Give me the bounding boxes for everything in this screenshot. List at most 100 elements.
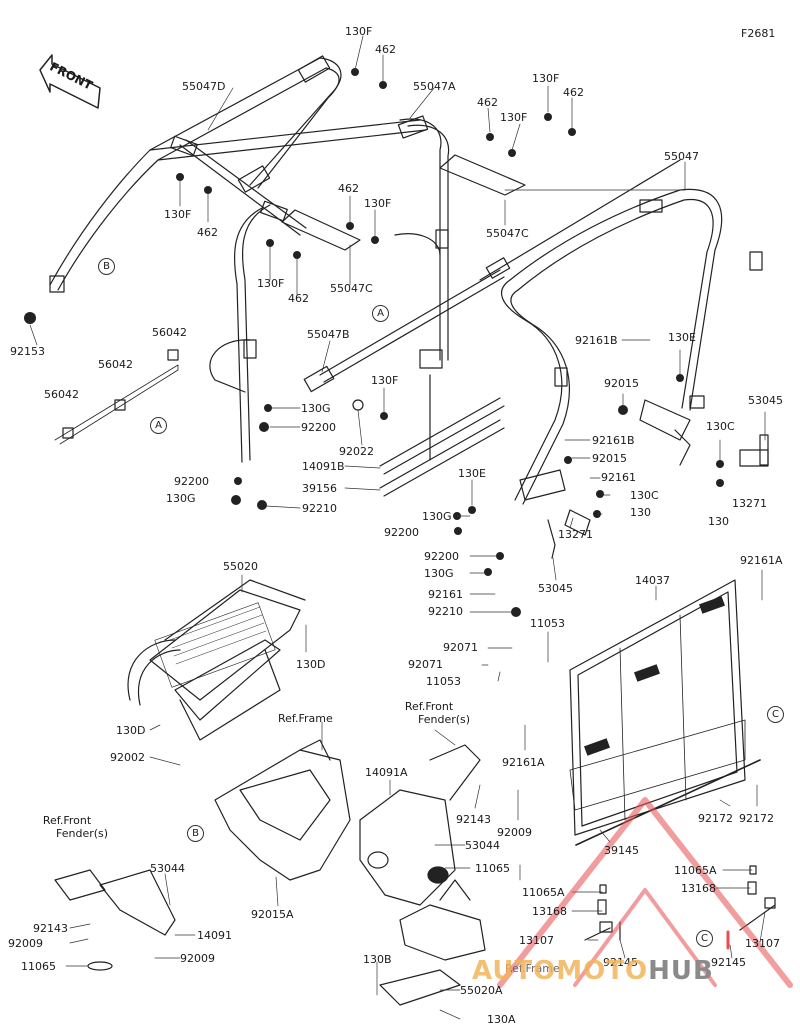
part-label: 130F (500, 111, 528, 124)
ref-frame-lower: Ref.Frame (505, 962, 560, 975)
part-label: 92200 (424, 550, 459, 563)
skid-55020a (379, 879, 486, 1006)
part-label: 130 (630, 506, 651, 519)
part-label: 92161B (575, 334, 618, 347)
part-label: 92071 (443, 641, 478, 654)
part-label: 130A (487, 1013, 516, 1026)
watermark-text-b: HUB (648, 956, 714, 986)
part-label: 55047 (664, 150, 699, 163)
part-label: 130C (630, 489, 659, 502)
part-label: 92161 (601, 471, 636, 484)
part-label: 92200 (301, 421, 336, 434)
callout-c-right: C (767, 706, 784, 723)
part-label: 130F (532, 72, 560, 85)
part-label: 130C (706, 420, 735, 433)
part-label: 130E (458, 467, 486, 480)
part-label: 53044 (465, 839, 500, 852)
part-label: 13168 (681, 882, 716, 895)
part-label: 14091B (302, 460, 345, 473)
part-label: 13168 (532, 905, 567, 918)
ref-line-1: Ref.Front (42, 814, 92, 827)
part-label: 130D (116, 724, 146, 737)
part-label: 462 (477, 96, 498, 109)
part-label: 11065A (674, 864, 717, 877)
part-label: 462 (563, 86, 584, 99)
part-label: 92143 (33, 922, 68, 935)
fender-plate-14091a (359, 744, 481, 906)
lower-frame (214, 739, 351, 881)
part-label: 130B (363, 953, 392, 966)
part-label: 462 (375, 43, 396, 56)
callout-a-lower: A (150, 417, 167, 434)
part-label: 130F (364, 197, 392, 210)
part-label: 11053 (426, 675, 461, 688)
latch-right (639, 399, 769, 467)
part-label: 130F (371, 374, 399, 387)
part-label: 14037 (635, 574, 670, 587)
leader-lines (29, 35, 766, 1020)
part-label: 92009 (497, 826, 532, 839)
watermark-text: AUTOMOTOHUB (472, 956, 714, 986)
part-label: 130E (668, 331, 696, 344)
part-label: 462 (288, 292, 309, 305)
part-label: 92145 (603, 956, 638, 969)
front-guard-55020 (127, 579, 306, 741)
part-label: 13271 (732, 497, 767, 510)
brackets-55047c (281, 154, 526, 251)
part-label: 55020 (223, 560, 258, 573)
part-label: 56042 (152, 326, 187, 339)
washer-92022 (352, 399, 364, 411)
part-label: 55047C (330, 282, 373, 295)
part-label: 130D (296, 658, 326, 671)
part-label: 11065A (522, 886, 565, 899)
part-label: 92172 (739, 812, 774, 825)
part-label: 11065 (21, 960, 56, 973)
part-label: 11053 (530, 617, 565, 630)
ref-front-fender-upper: Ref.Front Fender(s) (388, 700, 470, 726)
part-label: 92172 (698, 812, 733, 825)
part-label: 92161 (428, 588, 463, 601)
part-label: 55047B (307, 328, 350, 341)
part-label: 92161A (502, 756, 545, 769)
part-label: 462 (338, 182, 359, 195)
part-label: 53045 (748, 394, 783, 407)
part-label: 130G (422, 510, 452, 523)
part-label: 53044 (150, 862, 185, 875)
part-label: 92161A (740, 554, 783, 567)
part-label: 55020A (460, 984, 503, 997)
part-label: 14091 (197, 929, 232, 942)
part-label: 130G (424, 567, 454, 580)
part-label: 92002 (110, 751, 145, 764)
figure-code: F2681 (741, 27, 776, 40)
part-label: 92015 (604, 377, 639, 390)
callout-b-lower: B (187, 825, 204, 842)
part-label: 92009 (180, 952, 215, 965)
ref-frame-upper: Ref.Frame (278, 712, 333, 725)
ref-line-2: Fender(s) (418, 713, 471, 726)
latch-center (519, 469, 591, 559)
part-label: 92143 (456, 813, 491, 826)
part-label: 92009 (8, 937, 43, 950)
part-label: 53045 (538, 582, 573, 595)
part-label: 56042 (98, 358, 133, 371)
part-label: 130F (257, 277, 285, 290)
part-label: 92161B (592, 434, 635, 447)
fender-bracket-14091 (54, 869, 176, 971)
decal-tabs (54, 349, 179, 445)
part-label: 462 (197, 226, 218, 239)
rear-gate-14037 (569, 579, 761, 846)
part-label: 55047D (182, 80, 226, 93)
part-label: 92210 (302, 502, 337, 515)
callout-b-upper: B (98, 258, 115, 275)
part-label: 130 (708, 515, 729, 528)
part-label: 56042 (44, 388, 79, 401)
part-label: 13107 (745, 937, 780, 950)
part-label: 130F (164, 208, 192, 221)
part-label: 39145 (604, 844, 639, 857)
part-label: 55047C (486, 227, 529, 240)
roll-bar-55047a (209, 118, 450, 463)
part-label: 92015 (592, 452, 627, 465)
callout-a-upper: A (372, 305, 389, 322)
front-arrow-icon (39, 54, 101, 109)
